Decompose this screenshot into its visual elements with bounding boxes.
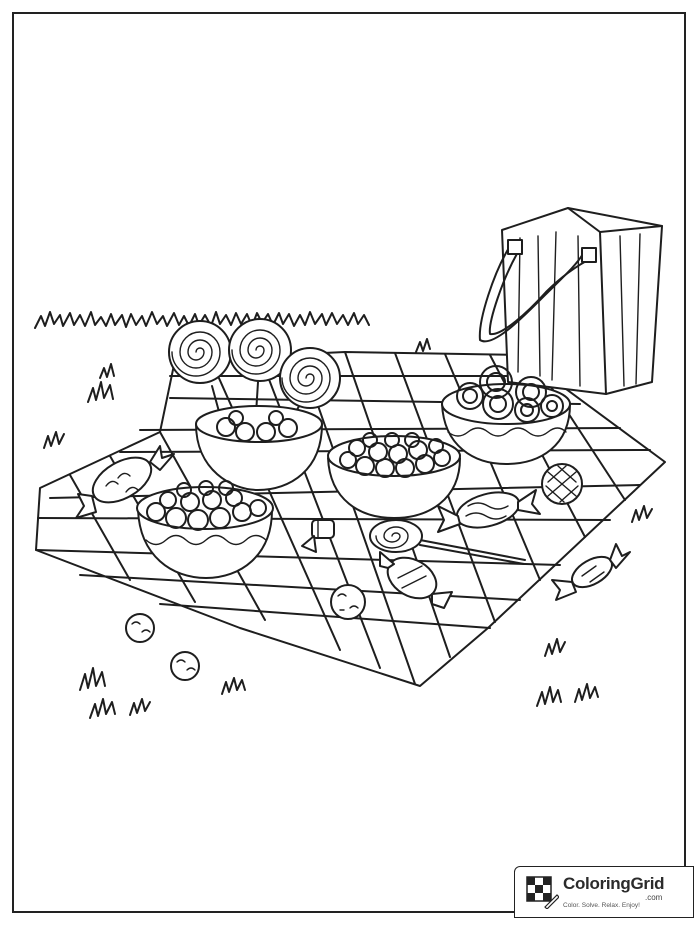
swirl-candy-bowl: [441, 365, 571, 465]
flat-lollipop: [369, 519, 526, 565]
grass-tufts: [43, 338, 653, 719]
brand-domain: .com: [645, 893, 663, 902]
wrapped-candy-far-right: [551, 543, 631, 601]
loose-gumballs: [125, 584, 366, 681]
round-candy-right: [541, 463, 583, 505]
checker-crayon-icon: [526, 876, 559, 909]
gumball-bowl-center: [327, 432, 461, 519]
brand-badge[interactable]: ColoringGrid .com Color. Solve. Relax. E…: [514, 866, 694, 918]
brand-name: ColoringGrid: [563, 874, 665, 893]
gumball-bowl-front: [136, 480, 274, 579]
wrapped-candy-front: [379, 551, 453, 609]
picnic-bag: [478, 207, 663, 395]
wrapped-candy-left: [75, 445, 175, 519]
wrapped-candy-stripe: [437, 489, 541, 533]
brand-tagline: Color. Solve. Relax. Enjoy!: [563, 902, 640, 909]
lollipop-bowl: [168, 318, 341, 491]
small-wrapped-candy: [301, 519, 335, 553]
